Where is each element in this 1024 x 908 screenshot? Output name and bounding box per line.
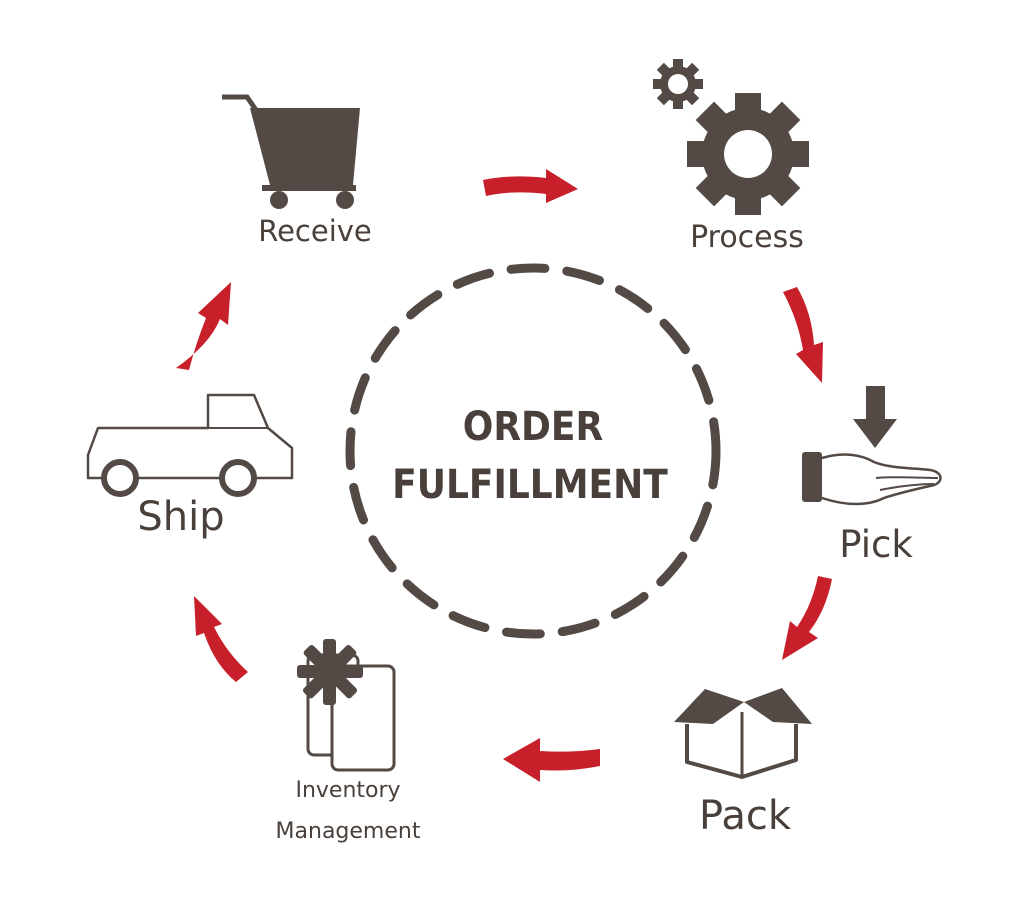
open-hand-outline	[821, 453, 942, 506]
inventory-documents-icon	[297, 639, 396, 772]
step-label-receive: Receive	[258, 214, 372, 248]
flow-arrow-ship-to-receive	[176, 282, 231, 370]
step-label-inventory-line-2: Management	[276, 819, 421, 844]
asterisk-icon	[297, 639, 363, 705]
small-gear-icon	[653, 59, 703, 109]
center-title-line-2: FULFILLMENT	[392, 462, 668, 508]
flow-arrow-pick-to-pack	[782, 576, 832, 660]
down-arrow-icon	[853, 386, 897, 448]
step-label-pick: Pick	[839, 523, 913, 566]
step-label-ship: Ship	[137, 494, 224, 540]
flow-arrow-inventory-to-ship	[194, 596, 248, 682]
step-label-pack: Pack	[699, 793, 792, 839]
center-dashed-circle	[345, 263, 721, 639]
center-title-line-1: ORDER	[463, 404, 604, 450]
step-label-process: Process	[690, 220, 804, 255]
rear-wheel	[101, 459, 139, 497]
gears-icon	[653, 59, 809, 215]
flow-arrow-receive-to-process	[483, 169, 578, 203]
flow-arrow-pack-to-inventory	[503, 738, 600, 782]
front-wheel	[219, 459, 257, 497]
sleeve-cuff	[802, 452, 822, 502]
shopping-cart-icon	[222, 94, 360, 209]
hand-receive-icon	[802, 386, 942, 506]
step-label-inventory-line-1: Inventory	[295, 778, 400, 803]
open-box-icon	[674, 688, 812, 779]
flow-arrow-process-to-pick	[783, 287, 823, 383]
large-gear-icon	[687, 93, 809, 215]
pickup-truck-icon	[86, 393, 294, 497]
